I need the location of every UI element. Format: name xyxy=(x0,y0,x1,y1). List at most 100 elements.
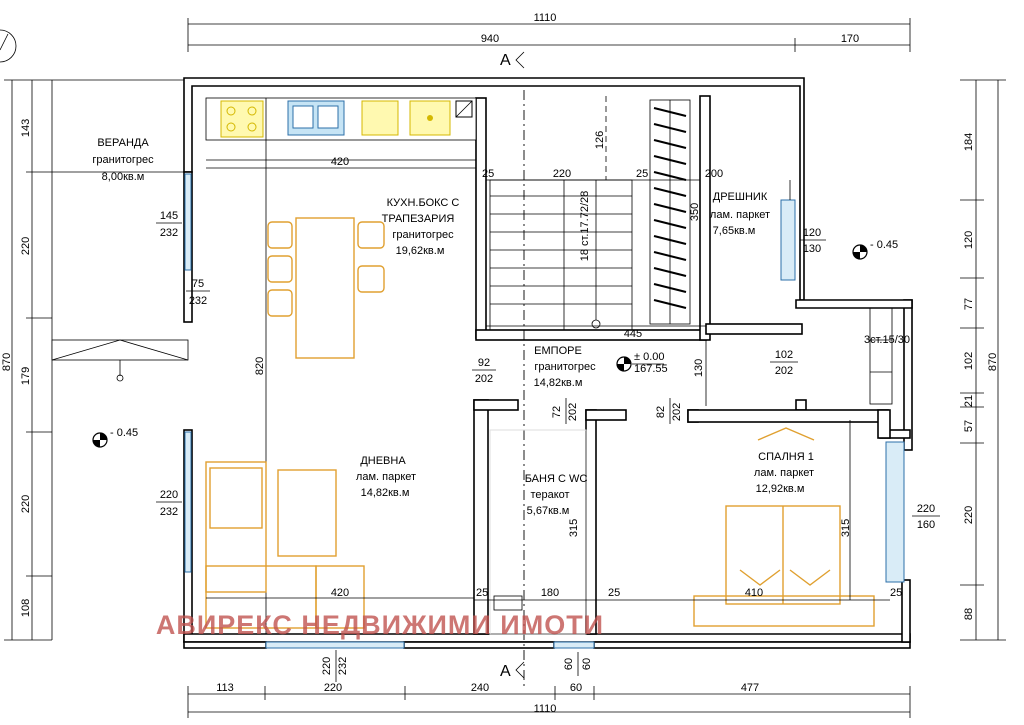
svg-text:ТРАПЕЗАРИЯ: ТРАПЕЗАРИЯ xyxy=(382,213,455,225)
svg-text:25: 25 xyxy=(476,587,488,599)
entry-steps xyxy=(869,307,893,405)
dim-left-3: 179 xyxy=(20,367,32,385)
kitchen-counter xyxy=(205,97,477,634)
svg-text:92: 92 xyxy=(478,357,490,369)
svg-text:220: 220 xyxy=(160,489,178,501)
dim-bottom-3: 240 xyxy=(471,682,489,694)
window-bath xyxy=(553,641,595,649)
svg-text:19,62кв.м: 19,62кв.м xyxy=(396,245,445,257)
svg-text:315: 315 xyxy=(568,519,580,537)
svg-text:126: 126 xyxy=(594,131,606,149)
svg-text:232: 232 xyxy=(160,506,178,518)
svg-text:445: 445 xyxy=(624,328,642,340)
svg-text:102: 102 xyxy=(775,349,793,361)
room-label-empore: ЕМПОРЕ гранитогрес 14,82кв.м xyxy=(534,345,597,389)
dim-right-5: 21 xyxy=(963,395,975,407)
svg-text:200: 200 xyxy=(705,168,723,180)
svg-text:202: 202 xyxy=(671,403,683,421)
svg-text:160: 160 xyxy=(917,519,935,531)
dim-right-total: 870 xyxy=(987,353,999,371)
svg-text:410: 410 xyxy=(745,587,763,599)
interior-walls xyxy=(473,95,891,635)
svg-text:25: 25 xyxy=(890,587,902,599)
wardrobe xyxy=(649,99,791,325)
svg-text:60: 60 xyxy=(563,658,575,670)
svg-text:232: 232 xyxy=(160,227,178,239)
dim-right-7: 220 xyxy=(963,506,975,524)
svg-text:220: 220 xyxy=(553,168,571,180)
svg-text:145: 145 xyxy=(160,210,178,222)
dim-left-5: 108 xyxy=(20,599,32,617)
window-bottom xyxy=(265,641,405,649)
svg-text:25: 25 xyxy=(608,587,620,599)
svg-text:БАНЯ С WC: БАНЯ С WC xyxy=(525,473,588,485)
svg-text:130: 130 xyxy=(803,243,821,255)
svg-text:3ст.15/30: 3ст.15/30 xyxy=(864,334,910,346)
left-dimensions: 143 220 179 220 108 870 xyxy=(1,79,52,641)
bottom-dimensions: 113 220 240 60 477 1110 xyxy=(187,682,911,718)
svg-text:A: A xyxy=(500,663,511,680)
svg-text:315: 315 xyxy=(840,519,852,537)
svg-text:202: 202 xyxy=(775,365,793,377)
svg-text:82: 82 xyxy=(655,406,667,418)
svg-text:220: 220 xyxy=(917,503,935,515)
svg-text:180: 180 xyxy=(541,587,559,599)
dim-right-6: 57 xyxy=(963,420,975,432)
svg-text:гранитогрес: гранитогрес xyxy=(392,229,454,241)
right-dimensions: 184 120 77 102 21 57 220 88 870 xyxy=(960,79,1006,641)
svg-text:ДНЕВНА: ДНЕВНА xyxy=(360,455,406,467)
dim-bottom-total: 1110 xyxy=(534,703,557,715)
inner-dims: 420 25 220 25 200 126 350 445 130 820 42… xyxy=(206,131,902,601)
room-label-bedroom: СПАЛНЯ 1 лам. паркет 12,92кв.м xyxy=(754,451,814,495)
dim-left-total: 870 xyxy=(1,353,13,371)
window-living xyxy=(184,431,192,573)
svg-text:12,92кв.м: 12,92кв.м xyxy=(756,483,805,495)
svg-text:лам. паркет: лам. паркет xyxy=(754,467,814,479)
svg-text:лам. паркет: лам. паркет xyxy=(710,209,770,221)
stairs-label: 18 ст.17.72/28 xyxy=(579,191,591,262)
dim-bottom-5: 477 xyxy=(741,682,759,694)
living-sofa xyxy=(205,461,365,629)
bath-fixtures xyxy=(489,429,587,635)
svg-text:теракот: теракот xyxy=(530,489,569,501)
svg-text:220: 220 xyxy=(321,657,333,675)
svg-text:± 0.00: ± 0.00 xyxy=(634,351,665,363)
watermark-text: АВИРЕКС НЕДВИЖИМИ ИМОТИ xyxy=(156,610,604,640)
svg-text:75: 75 xyxy=(192,278,204,290)
svg-text:гранитогрес: гранитогрес xyxy=(534,361,596,373)
dim-right-4: 102 xyxy=(963,352,975,370)
room-label-living: ДНЕВНА лам. паркет 14,82кв.м xyxy=(356,455,416,499)
room-label-veranda: ВЕРАНДА гранитогрес 8,00кв.м xyxy=(92,137,154,183)
svg-text:A: A xyxy=(500,52,511,69)
svg-text:60: 60 xyxy=(581,658,593,670)
svg-text:120: 120 xyxy=(803,227,821,239)
svg-text:202: 202 xyxy=(567,403,579,421)
svg-text:232: 232 xyxy=(337,657,349,675)
dim-bottom-2: 220 xyxy=(324,682,342,694)
svg-text:350: 350 xyxy=(689,203,701,221)
svg-text:202: 202 xyxy=(475,373,493,385)
dim-left-1: 143 xyxy=(20,119,32,137)
dim-right-3: 77 xyxy=(963,298,975,310)
stairs: 18 ст.17.72/28 xyxy=(489,90,633,690)
room-label-bath: БАНЯ С WC теракот 5,67кв.м xyxy=(525,473,588,517)
dim-left-4: 220 xyxy=(20,495,32,513)
svg-text:КУХН.БОКС С: КУХН.БОКС С xyxy=(387,197,460,209)
window-closet xyxy=(780,199,796,281)
level-marker-1: - 0.45 xyxy=(92,427,138,448)
svg-text:7,65кв.м: 7,65кв.м xyxy=(713,225,756,237)
svg-text:25: 25 xyxy=(482,168,494,180)
svg-text:ЕМПОРЕ: ЕМПОРЕ xyxy=(534,345,582,357)
svg-text:820: 820 xyxy=(254,357,266,375)
fridge-icon xyxy=(361,100,399,136)
opening-tags: 145 232 75 232 220 232 120 130 92 202 10… xyxy=(156,210,940,682)
svg-text:5,67кв.м: 5,67кв.м xyxy=(527,505,570,517)
dim-right-1: 184 xyxy=(963,133,975,151)
dim-top-a: 940 xyxy=(481,33,499,45)
svg-text:ДРЕШНИК: ДРЕШНИК xyxy=(713,191,768,203)
svg-text:130: 130 xyxy=(693,359,705,377)
dim-left-2: 220 xyxy=(20,237,32,255)
dim-top-total: 1110 xyxy=(534,12,557,24)
window-bedroom xyxy=(885,441,905,583)
